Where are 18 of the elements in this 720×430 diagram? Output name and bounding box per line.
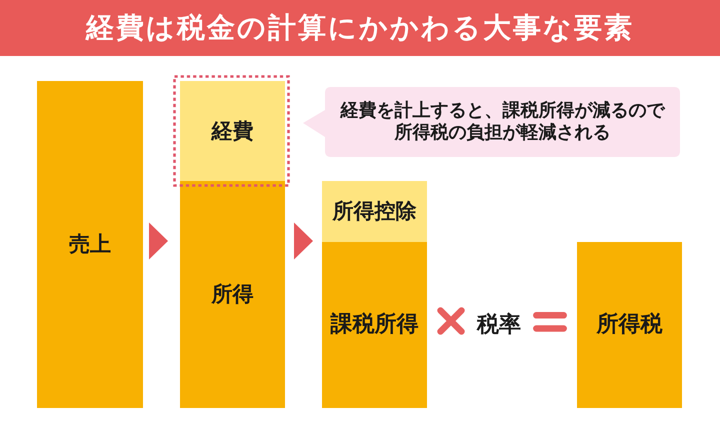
income-bar: [180, 181, 285, 408]
label-text: 所得税: [596, 312, 662, 338]
label-text: 所得控除: [332, 199, 416, 224]
arrow: [149, 222, 168, 260]
deduction-box: [322, 181, 427, 242]
arrow: [294, 222, 313, 260]
label-text: 課税所得: [330, 312, 418, 338]
income-tax-bar: [577, 242, 682, 408]
label-text: 経費: [212, 118, 254, 144]
label-text: 売上: [69, 232, 111, 257]
callout-text: 経費を計上すると、課税所得が減るので所得税の負担が軽減される: [339, 100, 666, 144]
taxable-income-bar: [322, 242, 427, 408]
speech-bubble: [303, 87, 680, 157]
label-text: 税率: [477, 312, 521, 338]
revenue-bar: [37, 81, 143, 408]
expense-box: [180, 81, 285, 181]
title-text: 経費は税金の計算にかかわる大事な要素: [86, 12, 634, 44]
label-text: 所得: [212, 282, 254, 307]
